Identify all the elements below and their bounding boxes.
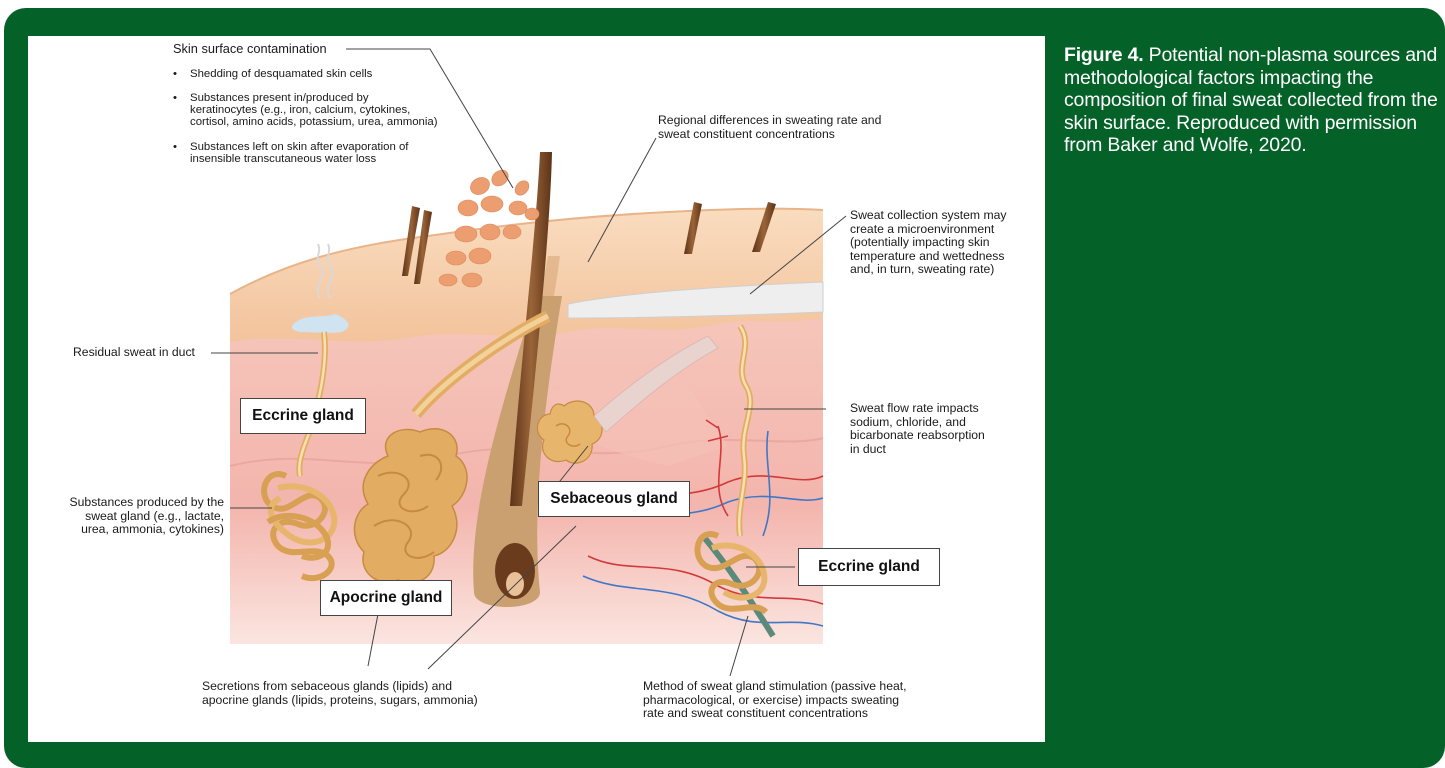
bullet-3: Substances left on skin after evaporatio… bbox=[173, 141, 408, 165]
stimulation-method-label: Method of sweat gland stimulation (passi… bbox=[643, 680, 907, 721]
sweat-flow-label: Sweat flow rate impacts sodium, chloride… bbox=[850, 402, 985, 456]
residual-sweat-label: Residual sweat in duct bbox=[73, 346, 195, 360]
figure-number: Figure 4. bbox=[1064, 44, 1143, 66]
regional-differences-label: Regional differences in sweating rate an… bbox=[658, 114, 881, 141]
eccrine-gland-box-left: Eccrine gland bbox=[240, 398, 366, 434]
sebaceous-gland-box: Sebaceous gland bbox=[538, 481, 690, 517]
bullet-marker-1: • bbox=[173, 68, 177, 80]
figure-caption: Figure 4. Potential non-plasma sources a… bbox=[1064, 44, 1439, 157]
secretions-label: Secretions from sebaceous glands (lipids… bbox=[202, 680, 478, 707]
contamination-title: Skin surface contamination bbox=[173, 42, 327, 56]
collection-system-label: Sweat collection system may create a mic… bbox=[850, 209, 1006, 277]
apocrine-gland-box: Apocrine gland bbox=[320, 580, 452, 616]
substances-label: Substances produced by the sweat gland (… bbox=[28, 496, 224, 537]
skin-diagram: Skin surface contamination • Shedding of… bbox=[28, 36, 1045, 742]
bullet-2: Substances present in/produced by kerati… bbox=[173, 92, 438, 129]
bullet-1: Shedding of desquamated skin cells bbox=[190, 68, 372, 80]
eccrine-gland-box-right: Eccrine gland bbox=[798, 548, 940, 586]
